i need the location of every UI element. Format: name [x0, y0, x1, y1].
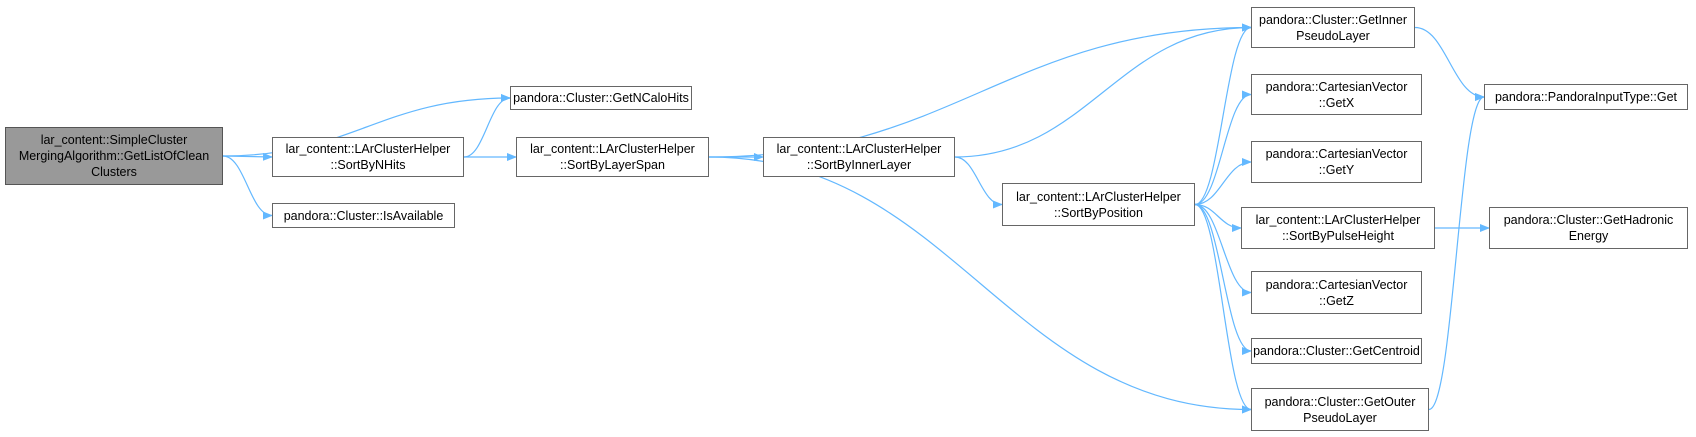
node-sort-by-layer-span[interactable]: lar_content::LArClusterHelper ::SortByLa…	[516, 137, 709, 177]
node-label-line: pandora::Cluster::IsAvailable	[283, 208, 444, 223]
call-edge-sort-by-position-to-get-outer-pseudo-layer	[1194, 203, 1252, 414]
node-get-inner-pseudo-layer[interactable]: pandora::Cluster::GetInner PseudoLayer	[1251, 7, 1415, 48]
node-get-hadronic-energy[interactable]: pandora::Cluster::GetHadronic Energy	[1489, 207, 1688, 249]
call-edge-get-outer-pseudo-layer-to-pandora-input-type-get	[1428, 93, 1485, 411]
node-label-line: MergingAlgorithm::GetListOfClean	[18, 149, 210, 163]
node-label-line: Energy	[1568, 229, 1609, 243]
node-label-line: pandora::CartesianVector	[1265, 79, 1408, 94]
node-label-line: lar_content::LArClusterHelper	[530, 142, 695, 156]
node-label-line: pandora::Cluster::GetOuter	[1264, 394, 1416, 409]
node-label-line: pandora::Cluster::GetHadronic	[1503, 213, 1674, 227]
call-edge-sort-by-n-hits-to-get-n-calo-hits	[463, 94, 511, 158]
node-label-line: ::SortByInnerLayer	[806, 158, 912, 172]
call-edge-sort-by-position-to-sort-by-pulse-height	[1194, 203, 1242, 232]
node-label-line: PseudoLayer	[1303, 410, 1377, 425]
node-label-line: pandora::Cluster::GetInner	[1259, 12, 1407, 27]
node-label-line: PseudoLayer	[1296, 28, 1370, 43]
node-label-line: pandora::Cluster::GetCentroid	[1253, 344, 1420, 358]
node-is-available[interactable]: pandora::Cluster::IsAvailable	[272, 203, 455, 228]
node-label-line: Clusters	[91, 165, 137, 179]
node-label-line: pandora::Cluster::GetNCaloHits	[513, 91, 689, 105]
node-sort-by-n-hits[interactable]: lar_content::LArClusterHelper ::SortByNH…	[272, 137, 464, 177]
node-get-z[interactable]: pandora::CartesianVector ::GetZ	[1251, 271, 1422, 314]
node-label-line: lar_content::LArClusterHelper	[1255, 213, 1421, 227]
node-sort-by-pulse-height[interactable]: lar_content::LArClusterHelper ::SortByPu…	[1241, 207, 1435, 249]
call-edge-sort-by-position-to-get-inner-pseudo-layer	[1194, 23, 1252, 206]
node-label-line: lar_content::LArClusterHelper	[1016, 189, 1181, 204]
node-label-line: ::SortByLayerSpan	[560, 158, 665, 172]
node-label-line: ::SortByPulseHeight	[1282, 229, 1394, 243]
node-label-line: lar_content::LArClusterHelper	[776, 142, 942, 156]
call-edge-sort-by-position-to-get-x	[1194, 90, 1252, 206]
node-root-get-list-of-clean-clusters: lar_content::SimpleCluster MergingAlgori…	[5, 127, 223, 185]
node-label-line: pandora::CartesianVector	[1265, 277, 1408, 292]
call-edge-sort-by-position-to-get-z	[1194, 203, 1252, 297]
call-edge-sort-by-inner-layer-to-sort-by-position	[954, 156, 1003, 209]
node-sort-by-inner-layer[interactable]: lar_content::LArClusterHelper ::SortByIn…	[763, 137, 955, 177]
node-label-line: ::GetX	[1318, 95, 1355, 110]
node-label-line: pandora::PandoraInputType::Get	[1494, 90, 1678, 104]
node-label-line: ::SortByPosition	[1054, 205, 1143, 220]
call-edge-sort-by-position-to-get-centroid	[1194, 203, 1252, 355]
node-label-line: lar_content::LArClusterHelper	[285, 142, 451, 156]
node-pandora-input-type-get[interactable]: pandora::PandoraInputType::Get	[1484, 84, 1688, 110]
call-edge-root-to-is-available	[222, 155, 273, 220]
node-label-line: ::GetZ	[1319, 293, 1354, 308]
call-edge-get-inner-pseudo-layer-to-pandora-input-type-get	[1414, 26, 1485, 101]
node-label-line: ::GetY	[1318, 163, 1355, 177]
node-get-centroid[interactable]: pandora::Cluster::GetCentroid	[1251, 338, 1422, 364]
node-label-line: ::SortByNHits	[330, 158, 406, 172]
node-get-x[interactable]: pandora::CartesianVector ::GetX	[1251, 74, 1422, 115]
node-label-line: pandora::CartesianVector	[1265, 147, 1408, 161]
node-get-y[interactable]: pandora::CartesianVector ::GetY	[1251, 141, 1422, 183]
node-label-line: lar_content::SimpleCluster	[40, 133, 188, 147]
call-edge-sort-by-position-to-get-y	[1194, 158, 1252, 206]
call-edge-sort-by-inner-layer-to-get-inner-pseudo-layer	[954, 23, 1252, 158]
node-sort-by-position[interactable]: lar_content::LArClusterHelper ::SortByPo…	[1002, 183, 1195, 226]
node-get-n-calo-hits[interactable]: pandora::Cluster::GetNCaloHits	[510, 86, 692, 110]
call-edge-root-to-sort-by-n-hits	[222, 152, 273, 161]
node-get-outer-pseudo-layer[interactable]: pandora::Cluster::GetOuter PseudoLayer	[1251, 388, 1429, 431]
